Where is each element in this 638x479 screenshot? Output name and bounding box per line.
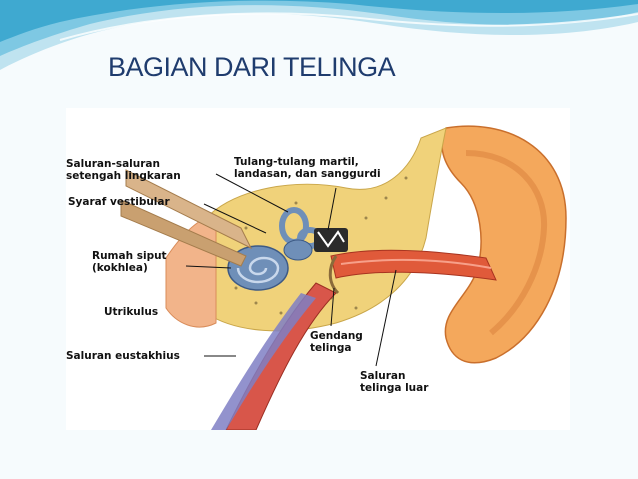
- label-ossicles: Tulang-tulang martil, landasan, dan sang…: [234, 156, 381, 180]
- vestibular-nerve-shape: [125, 169, 253, 250]
- label-semicircular-canals: Saluran-saluran setengah lingkaran: [66, 158, 181, 182]
- eardrum-shape: [328, 255, 340, 295]
- ossicles-shape: [314, 228, 348, 252]
- ear-illustration: [120, 125, 567, 430]
- label-ear-canal: Saluran telinga luar: [360, 370, 429, 394]
- label-cochlea: Rumah siput (kokhlea): [92, 250, 167, 274]
- ear-canal: [330, 249, 497, 281]
- label-eardrum: Gendang telinga: [310, 330, 363, 354]
- header-wave: [0, 0, 638, 70]
- page-title: BAGIAN DARI TELINGA: [108, 52, 396, 82]
- label-utricle: Utrikulus: [104, 306, 159, 318]
- ear-diagram: Saluran-saluran setengah lingkaran Tulan…: [66, 108, 570, 430]
- label-vestibular-nerve: Syaraf vestibular: [68, 196, 170, 208]
- label-eustachian-tube: Saluran eustakhius: [66, 350, 180, 362]
